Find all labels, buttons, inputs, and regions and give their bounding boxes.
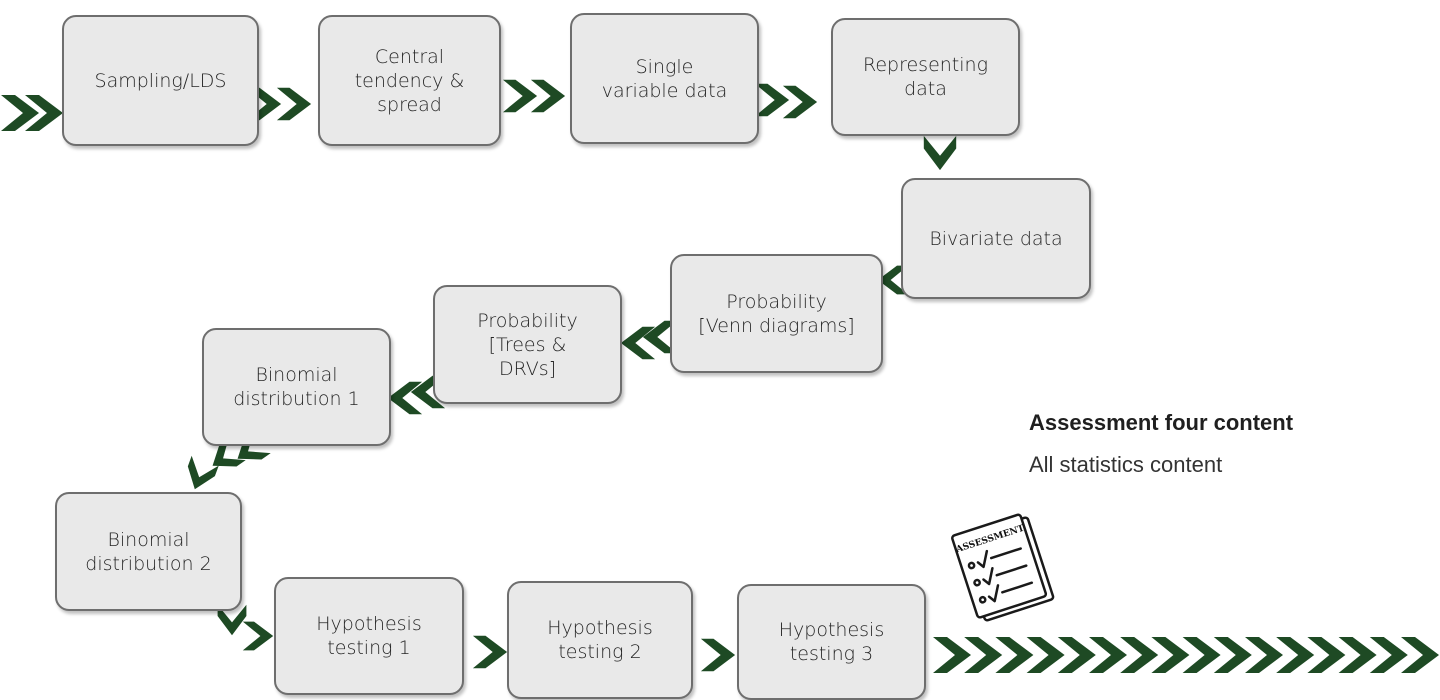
step-hypothesis-2: Hypothesis testing 2 [507,581,693,699]
flow-chevron [1057,637,1096,673]
flow-chevron [502,79,538,113]
flow-chevron [1120,637,1159,673]
flow-chevron [1026,637,1065,673]
flow-chevron [217,604,247,636]
flow-chevron [642,320,678,354]
flow-chevron [754,83,790,117]
flow-chevron [933,637,971,673]
flow-chevron [472,635,508,669]
flow-chevron [25,95,63,131]
step-single-variable: Single variable data [570,13,759,144]
flow-chevron [1276,637,1315,673]
flow-chevron [276,87,312,121]
flow-chevron [387,381,423,415]
flow-chevron [620,326,656,360]
flow-chevron [1089,637,1127,673]
flow-chevron [246,87,282,121]
step-probability-venn: Probability [Venn diagrams] [670,254,883,373]
flow-chevron [700,638,736,672]
flow-chevron [1151,637,1190,673]
step-hypothesis-1: Hypothesis testing 1 [274,577,464,695]
flow-chevron [964,637,1003,673]
flow-chevron [923,135,957,171]
step-probability-trees: Probability [Trees & DRVs] [433,285,622,404]
flow-chevron [187,455,219,490]
flow-chevron [782,85,818,119]
assessment-title: Assessment four content [1029,410,1294,435]
step-bivariate: Bivariate data [901,178,1091,299]
flow-chevron [995,637,1034,673]
flow-chevron [1213,637,1252,673]
flow-chevron [530,79,566,113]
step-central-tendency: Central tendency & spread [318,15,501,146]
flow-chevron [1307,637,1346,673]
flow-chevron [1182,637,1221,673]
flow-chevron [1369,637,1408,673]
flow-chevron [242,621,274,651]
step-sampling: Sampling/LDS [62,15,259,146]
flow-chevron [877,265,909,295]
assessment-subtitle: All statistics content [1029,452,1223,477]
flow-chevron [1338,637,1377,673]
step-representing: Representing data [831,18,1020,136]
flow-chevron [1,95,39,131]
flow-chevron [410,375,446,409]
flow-chevron [1245,637,1283,673]
step-hypothesis-3: Hypothesis testing 3 [737,584,926,700]
step-binomial-2: Binomial distribution 2 [55,492,242,611]
step-binomial-1: Binomial distribution 1 [202,328,391,446]
assessment-checklist-icon: ASSESSMENT [951,513,1055,622]
flow-chevron [1401,637,1439,673]
